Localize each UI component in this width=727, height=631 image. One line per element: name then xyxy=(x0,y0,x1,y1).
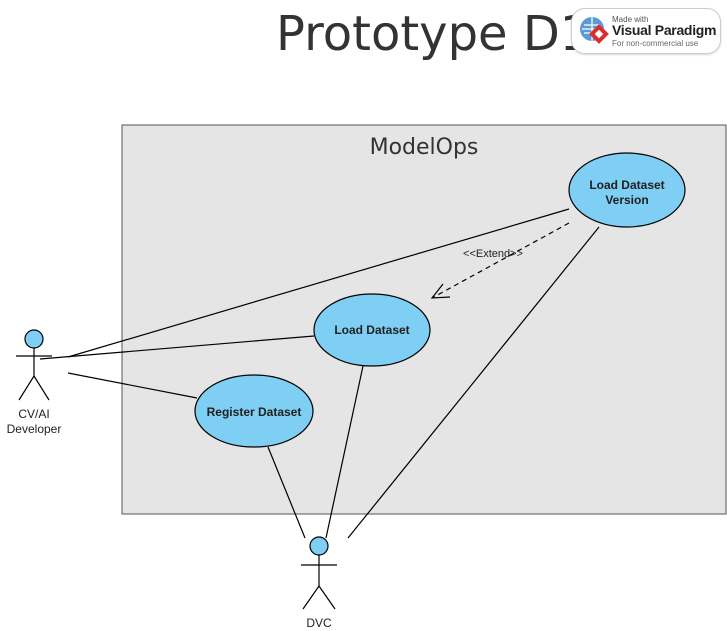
use-case-load-dataset[interactable]: Load Dataset xyxy=(313,293,431,367)
use-case-load-dataset-version-line2: Version xyxy=(605,193,648,207)
actor-developer-head xyxy=(24,329,44,349)
actor-developer-label-line2: Developer xyxy=(7,422,62,436)
page-title: Prototype D1 xyxy=(276,6,591,62)
actor-dvc-label: DVC xyxy=(306,616,332,630)
association-developer-load-dataset[interactable] xyxy=(39,335,315,360)
actor-dvc[interactable]: DVC xyxy=(301,536,337,630)
use-case-register-dataset[interactable]: Register Dataset xyxy=(194,374,314,448)
actor-dvc-head xyxy=(309,536,329,556)
actor-dvc-left-leg xyxy=(302,585,320,610)
badge-notice: For non-commercial use xyxy=(612,39,699,48)
extend-arrowhead xyxy=(430,283,451,299)
association-developer-register-dataset[interactable] xyxy=(67,372,198,399)
actor-dvc-right-leg xyxy=(318,585,336,610)
visual-paradigm-logo-icon xyxy=(580,17,609,44)
system-name: ModelOps xyxy=(370,135,479,160)
actor-developer-left-leg xyxy=(18,375,35,401)
use-case-register-dataset-label: Register Dataset xyxy=(207,405,302,419)
actor-developer-label-line1: CV/AI xyxy=(18,407,49,421)
extend-relationship[interactable] xyxy=(431,222,570,299)
use-case-load-dataset-version-line1: Load Dataset xyxy=(589,178,664,192)
actor-developer-right-leg xyxy=(33,375,50,401)
badge-brand: Visual Paradigm xyxy=(612,22,717,38)
use-case-load-dataset-label: Load Dataset xyxy=(334,323,409,337)
visual-paradigm-badge[interactable]: Made with Visual Paradigm For non-commer… xyxy=(571,8,721,54)
use-case-load-dataset-version[interactable]: Load Dataset Version xyxy=(568,152,686,228)
association-dvc-load-dataset-version[interactable] xyxy=(347,226,600,539)
association-dvc-load-dataset[interactable] xyxy=(325,365,364,539)
badge-made-with: Made with xyxy=(612,15,649,24)
association-dvc-register-dataset[interactable] xyxy=(267,446,306,539)
actor-developer[interactable]: CV/AI Developer xyxy=(7,329,62,436)
association-developer-load-dataset-version[interactable] xyxy=(67,208,570,358)
extend-label: <<Extend>> xyxy=(463,248,523,260)
